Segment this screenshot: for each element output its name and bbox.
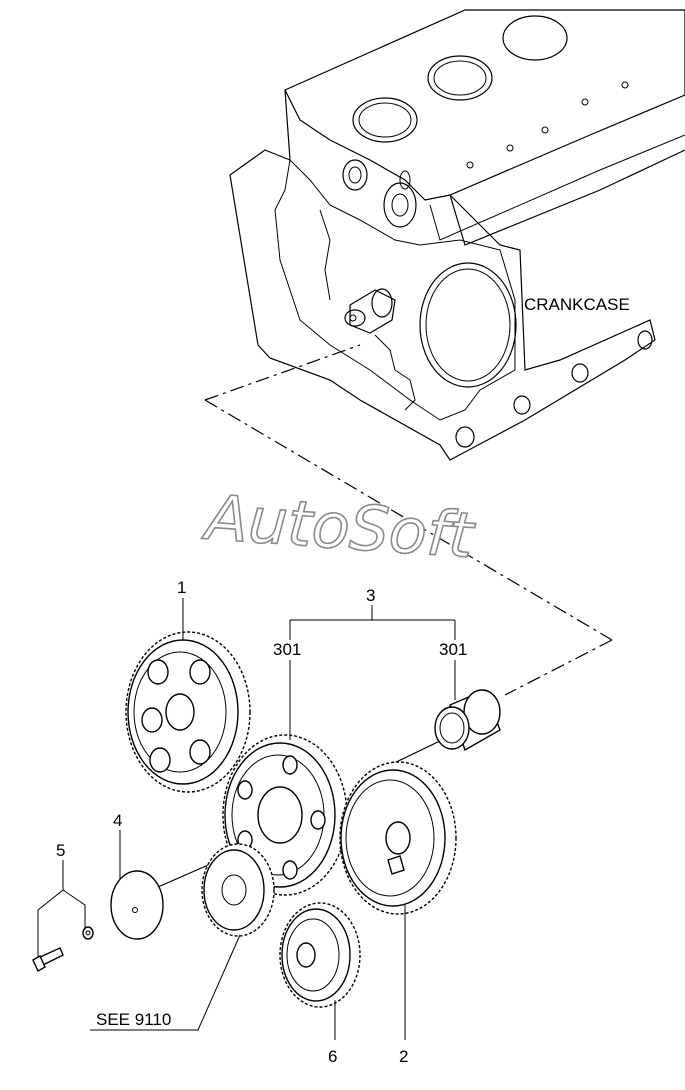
gear-part-6 [279,902,361,1008]
gear-part-1 [125,631,251,793]
callout-301-left: 301 [273,640,301,659]
bolt-part-5 [32,926,94,972]
callout-3: 3 [366,586,375,605]
plate-part-4 [110,870,164,940]
crankcase-label: CRANKCASE [524,295,630,314]
callout-2: 2 [399,1047,408,1066]
callout-leader-lines [37,598,456,1040]
callout-5: 5 [56,841,65,860]
bushing-part-301 [434,689,501,752]
see-reference-label: SEE 9110 [96,1010,171,1029]
idler-gear-small [201,843,275,937]
callout-6: 6 [328,1047,337,1066]
crankcase-illustration [229,9,685,461]
watermark-text: AutoSoft [200,480,478,572]
gear-part-2 [339,761,457,915]
callout-1: 1 [177,578,186,597]
callout-4: 4 [113,811,122,830]
callout-301-right: 301 [439,640,467,659]
